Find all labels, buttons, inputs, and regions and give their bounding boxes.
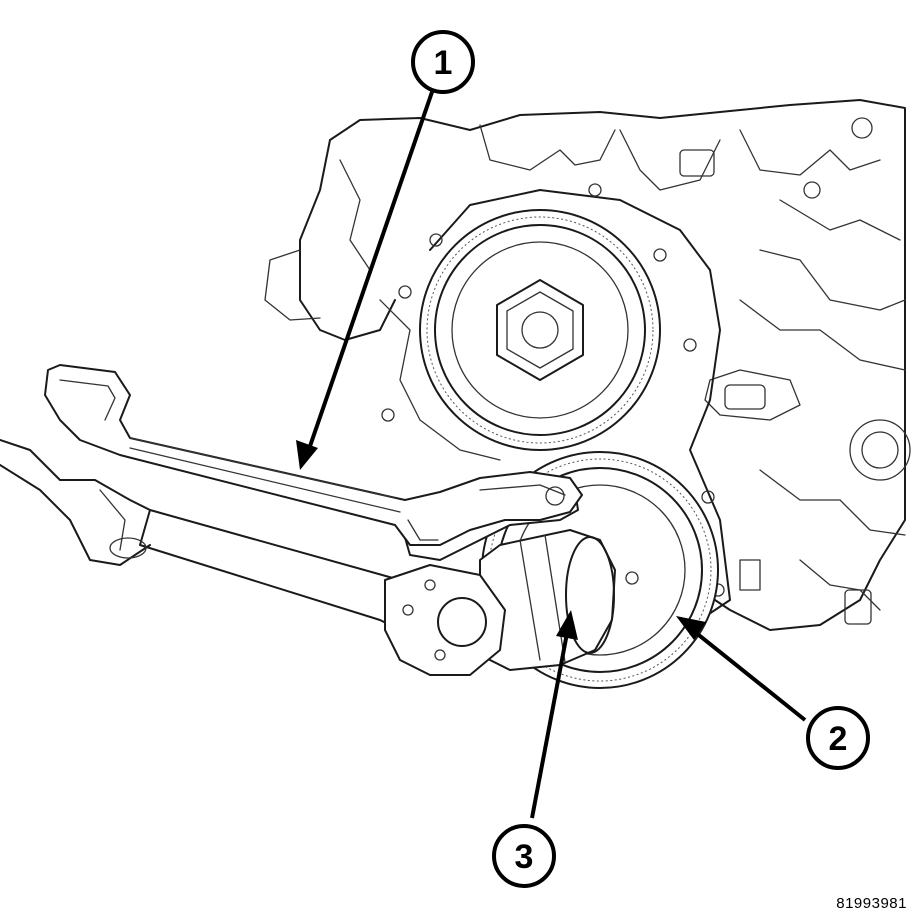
callout-2: 2 (806, 706, 870, 770)
callout-2-label: 2 (829, 720, 848, 758)
callout-leaders (296, 91, 807, 819)
callout-3: 3 (492, 824, 556, 888)
callout-1-label: 1 (434, 44, 453, 82)
callout-3-label: 3 (515, 838, 534, 876)
ratchet-handle (0, 439, 506, 676)
engine-block (264, 99, 911, 631)
callout-1: 1 (411, 30, 475, 94)
upper-gear (419, 209, 661, 451)
arrowhead-2 (676, 616, 706, 640)
arrowhead-1 (296, 440, 318, 470)
leader-line-1 (306, 91, 434, 453)
leader-line-2 (688, 626, 807, 722)
arrowhead-3 (556, 610, 578, 640)
callout-2-circle (806, 706, 870, 770)
callout-3-circle (492, 824, 556, 888)
leader-line-3 (530, 627, 570, 819)
holding-wrench (44, 364, 583, 546)
figure-id-label: 81993981 (836, 895, 907, 912)
callout-1-circle (411, 30, 475, 94)
